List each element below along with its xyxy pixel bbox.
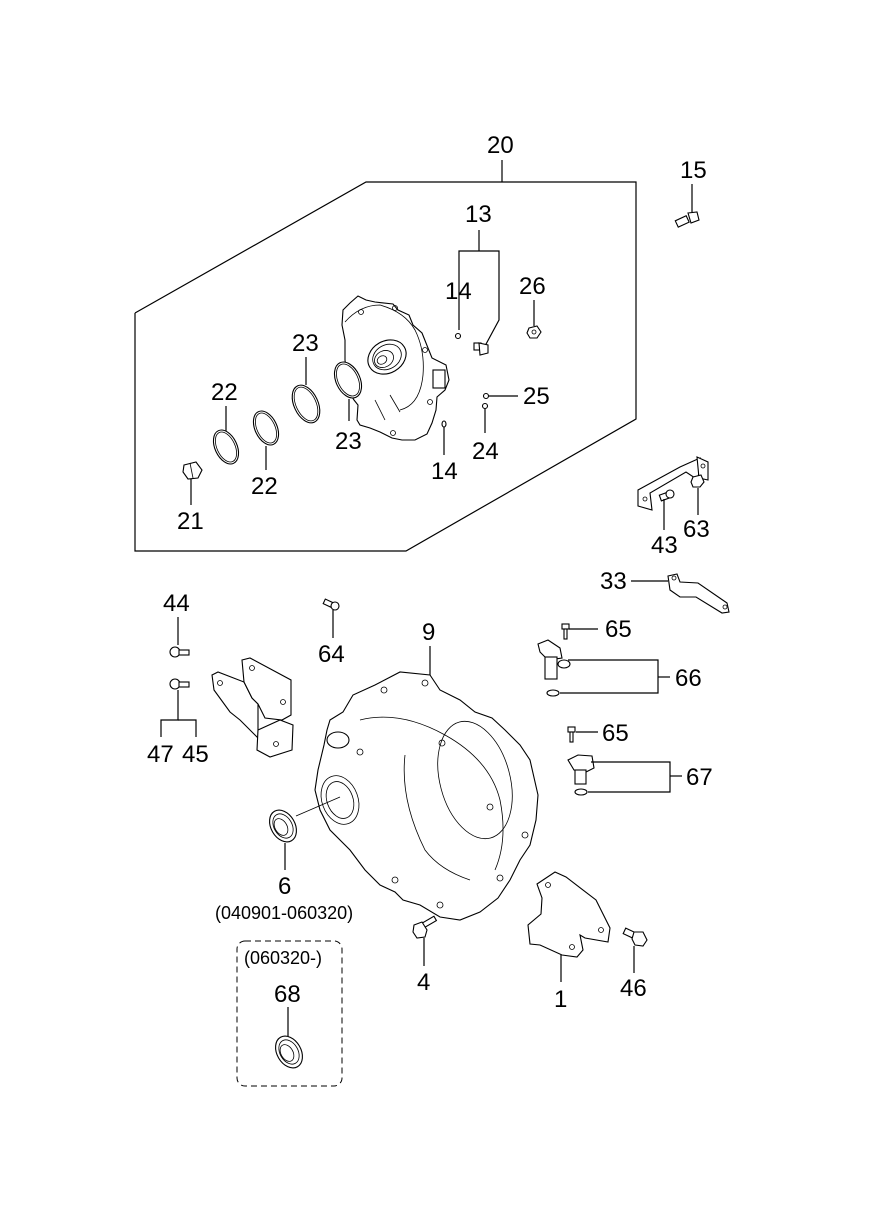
bolt-64-icon [322,598,340,611]
callout-47: 47 [147,741,174,768]
o-ring-14-upper-icon [454,332,462,340]
callout-43: 43 [651,532,678,559]
callout-22-upper: 22 [211,379,238,406]
o-ring-24-icon [481,402,489,410]
part-68-variant-box [236,940,343,1087]
bolt-15-icon [674,184,700,228]
bolt-4-icon [412,915,438,939]
callout-22-lower: 22 [251,473,278,500]
callout-33: 33 [600,568,627,595]
callout-14-lower: 14 [431,458,458,485]
callout-15: 15 [680,157,707,184]
sensor-66-icon [537,639,571,697]
callout-24: 24 [472,438,499,465]
o-ring-22-lower-icon [252,410,280,446]
bolt-46-icon [622,927,648,947]
callout-64: 64 [318,641,345,668]
oil-seal-6-icon [269,809,297,843]
callout-20: 20 [487,132,514,159]
callout-6: 6 [278,873,291,900]
nut-26-icon [526,325,542,339]
callout-9: 9 [422,619,435,646]
sensor-67-icon [567,754,595,796]
callout-63: 63 [683,516,710,543]
callout-67: 67 [686,764,713,791]
callout-14-upper: 14 [445,278,472,305]
mount-bracket-left-icon [211,657,294,758]
cover-assembly-icon [341,295,450,441]
callout-13: 13 [465,201,492,228]
callout-1: 1 [554,986,567,1013]
callout-44: 44 [163,590,190,617]
o-ring-23-upper-icon [291,384,321,424]
bolt-47-45-icon [169,678,190,690]
callout-65-upper: 65 [605,616,632,643]
bolt-44-icon [169,646,190,658]
oil-seal-68-icon [275,1035,303,1069]
bolt-65-upper-icon [561,623,570,640]
mount-bracket-1-icon [527,871,611,958]
callout-4: 4 [417,969,430,996]
assembly-20-outline [134,160,637,552]
clutch-housing-9-icon [314,671,539,921]
callout-66: 66 [675,665,702,692]
callout-13-bracket [458,230,500,347]
bolt-13-icon [473,342,489,356]
callout-45: 45 [182,741,209,768]
nut-63-icon [690,474,705,488]
part-6-date-range: (040901-060320) [215,903,353,923]
o-ring-14-lower-icon [441,420,447,428]
callout-23-upper: 23 [292,330,319,357]
callout-23-lower: 23 [335,428,362,455]
callout-25: 25 [523,383,550,410]
callout-26: 26 [519,273,546,300]
o-ring-25-icon [482,392,490,400]
o-ring-22-upper-icon [212,429,240,465]
callout-46: 46 [620,975,647,1002]
callout-21: 21 [177,508,204,535]
bolt-43-icon [658,489,675,502]
callout-68: 68 [274,981,301,1008]
bracket-43-63-icon [637,456,709,511]
bolt-65-lower-icon [567,726,576,743]
bracket-33-icon [667,573,730,614]
part-68-date-range: (060320-) [244,948,322,968]
plug-21-icon [182,461,203,480]
callout-65-lower: 65 [602,720,629,747]
